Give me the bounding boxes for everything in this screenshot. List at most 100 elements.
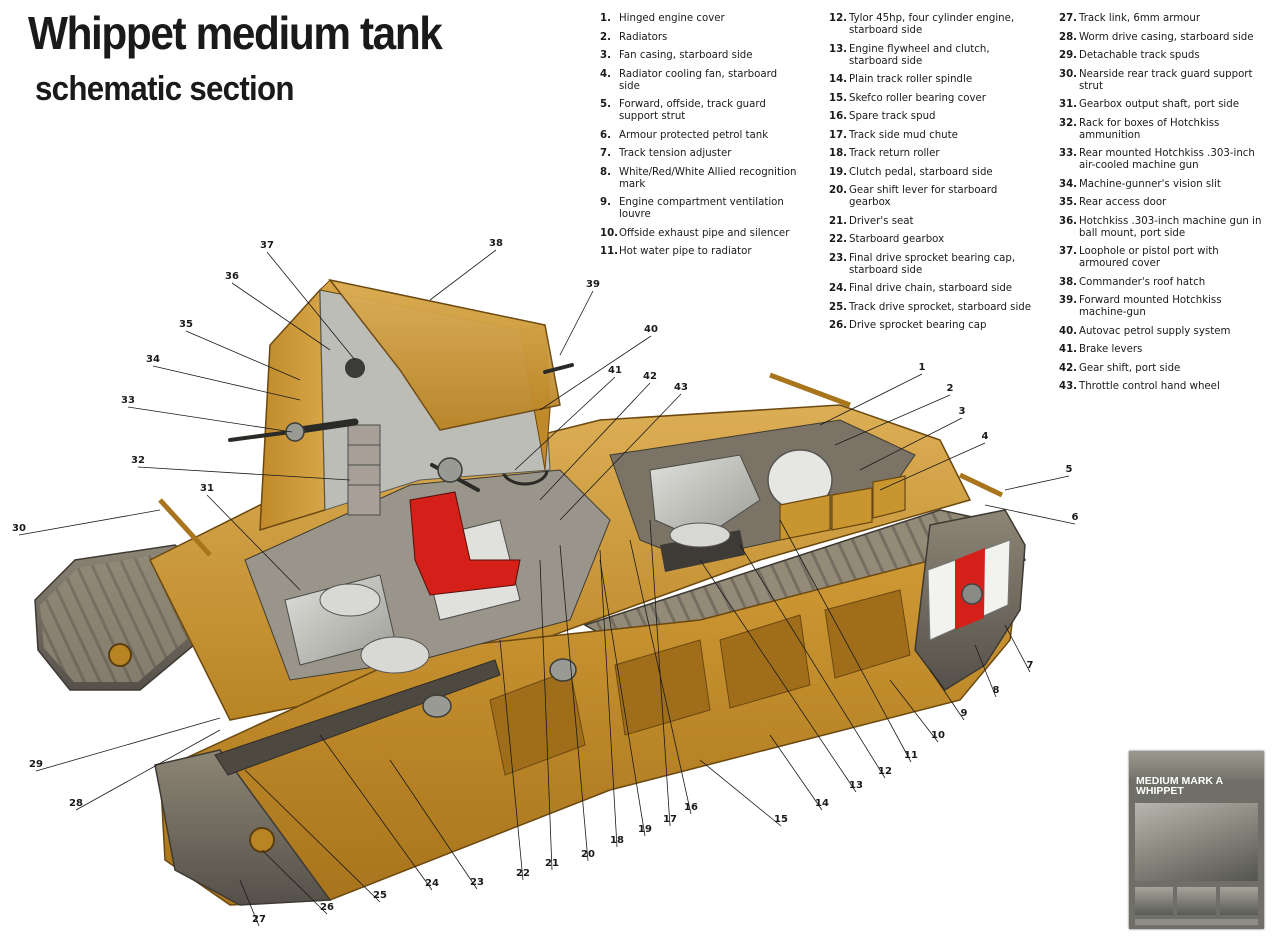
legend-item: 12.Tylor 45hp, four cylinder engine, sta… xyxy=(829,13,1034,37)
callout-number: 3 xyxy=(959,406,966,417)
callout-leader-line xyxy=(769,734,823,811)
legend-item-number: 1. xyxy=(600,13,611,24)
callout-number: 8 xyxy=(993,685,1000,696)
legend-item: 31.Gearbox output shaft, port side xyxy=(1059,99,1264,111)
callout-number: 21 xyxy=(545,858,559,869)
legend-item: 21.Driver's seat xyxy=(829,216,1034,228)
callout-number: 33 xyxy=(121,395,135,406)
legend-item-number: 24. xyxy=(829,283,848,294)
legend-item-text: Track return roller xyxy=(849,148,940,159)
legend-item: 37.Loophole or pistol port with armoured… xyxy=(1059,246,1264,270)
callout-leader-line xyxy=(127,406,293,433)
legend-item: 41.Brake levers xyxy=(1059,344,1264,356)
callout-leader-line xyxy=(539,335,652,411)
callout-number: 27 xyxy=(252,914,266,925)
cab-rear-wall xyxy=(259,288,326,532)
callout-number: 9 xyxy=(961,708,968,719)
legend-item-number: 15. xyxy=(829,92,848,104)
legend-item-text: Rear access door xyxy=(1079,197,1167,208)
legend-item-text: Detachable track spuds xyxy=(1079,50,1200,61)
ammo-rack xyxy=(347,424,381,516)
callout-leader-line xyxy=(599,549,618,848)
page-title: Whippet medium tank xyxy=(28,7,443,59)
legend-item-text: Loophole or pistol port with armoured co… xyxy=(1079,246,1219,269)
legend-item-text: Driver's seat xyxy=(849,215,914,227)
callout-number: 1 xyxy=(919,362,926,373)
callout-number: 35 xyxy=(179,319,193,330)
legend-item: 30.Nearside rear track guard support str… xyxy=(1059,69,1264,93)
callout-number: 41 xyxy=(608,365,622,376)
legend-item-text: Nearside rear track guard support strut xyxy=(1079,68,1253,92)
legend-item: 1. Hinged engine cover xyxy=(600,13,800,25)
legend-item: 29.Detachable track spuds xyxy=(1059,50,1264,62)
legend-item: 10.Offside exhaust pipe and silencer xyxy=(600,228,800,240)
legend-item-text: Throttle control hand wheel xyxy=(1079,381,1220,392)
legend-column-2: 12.Tylor 45hp, four cylinder engine, sta… xyxy=(829,13,1034,339)
legend-item-number: 2. xyxy=(600,31,611,43)
legend-item-number: 26. xyxy=(829,320,848,331)
legend-item-text: Spare track spud xyxy=(849,111,936,122)
legend-item: 38. Commander's roof hatch xyxy=(1059,277,1264,289)
callout-number: 30 xyxy=(12,523,26,534)
callout-leader-line xyxy=(266,251,356,361)
callout-number: 11 xyxy=(904,750,918,761)
legend-item: 43.Throttle control hand wheel xyxy=(1059,381,1264,393)
legend-item-number: 36. xyxy=(1059,215,1078,227)
callout-number: 2 xyxy=(947,383,954,394)
legend-item: 26.Drive sprocket bearing cap xyxy=(829,320,1034,332)
callout-number: 5 xyxy=(1066,464,1073,475)
legend-item-number: 40. xyxy=(1059,325,1078,337)
legend-item: 24.Final drive chain, starboard side xyxy=(829,283,1034,295)
callout-leader-line xyxy=(1004,475,1070,491)
legend-item-text: Autovac petrol supply system xyxy=(1079,325,1231,337)
callout-leader-line xyxy=(319,734,433,891)
legend-item: 18.Track return roller xyxy=(829,148,1034,160)
callout-leader-line xyxy=(499,639,524,881)
callout-number: 32 xyxy=(131,455,145,466)
legend-item-text: Plain track roller spindle xyxy=(849,74,973,85)
legend-item-text: Machine-gunner's vision slit xyxy=(1079,178,1221,190)
callout-leader-line xyxy=(929,669,965,721)
callout-leader-line xyxy=(18,509,161,536)
legend-item-text: Tylor 45hp, four cylinder engine, starbo… xyxy=(849,13,1015,36)
callout-leader-line xyxy=(819,373,923,426)
legend-item: 28.Worm drive casing, starboard side xyxy=(1059,32,1264,44)
callout-leader-line xyxy=(974,644,997,698)
legend-item-text: Brake levers xyxy=(1079,344,1143,355)
legend-item: 39.Forward mounted Hotchkiss machine-gun xyxy=(1059,295,1264,319)
legend-item: 3.Fan casing, starboard side xyxy=(600,50,800,62)
callout-leader-line xyxy=(231,282,331,351)
book-cover-thumbnail[interactable]: Medium Mark A Whippet xyxy=(1129,751,1264,929)
legend-item: 15.Skefco roller bearing cover xyxy=(829,93,1034,105)
callout-number: 34 xyxy=(146,354,160,365)
legend-item-text: Gear shift, port side xyxy=(1079,362,1181,374)
legend-item-number: 43. xyxy=(1059,381,1078,392)
legend-item-text: Gear shift lever for starboard gearbox xyxy=(849,185,998,208)
callout-number: 12 xyxy=(878,766,892,777)
callout-leader-line xyxy=(389,759,478,890)
book-cover-top-band xyxy=(1129,751,1264,779)
legend-item-text: Rear mounted Hotchkiss .303-inch air-coo… xyxy=(1079,148,1255,171)
callout-leader-line xyxy=(739,544,886,779)
callout-leader-line xyxy=(35,717,221,772)
legend-item-number: 13. xyxy=(829,43,848,55)
legend-item-number: 37. xyxy=(1059,246,1078,257)
cab-top-plate xyxy=(328,278,561,431)
callout-number: 26 xyxy=(320,902,334,913)
legend-item-text: Forward mounted Hotchkiss machine-gun xyxy=(1079,295,1222,318)
legend-item: 32.Rack for boxes of Hotchkiss ammunitio… xyxy=(1059,118,1264,142)
legend-item: 36.Hotchkiss .303-inch machine gun in ba… xyxy=(1059,216,1264,240)
legend-item-number: 10. xyxy=(600,227,619,239)
legend-item-text: Hinged engine cover xyxy=(619,13,725,24)
legend-item-number: 4. xyxy=(600,68,611,80)
callout-leader-line xyxy=(206,494,301,591)
callout-number: 16 xyxy=(684,802,698,813)
legend-item-number: 42. xyxy=(1059,362,1078,374)
legend-item-number: 8. xyxy=(600,166,611,178)
callout-layer: 1234567891011121314151617181920212223242… xyxy=(12,238,1079,927)
callout-number: 39 xyxy=(586,279,600,290)
callout-number: 23 xyxy=(470,877,484,888)
legend-item: 20.Gear shift lever for starboard gearbo… xyxy=(829,185,1034,209)
callout-number: 42 xyxy=(643,371,657,382)
